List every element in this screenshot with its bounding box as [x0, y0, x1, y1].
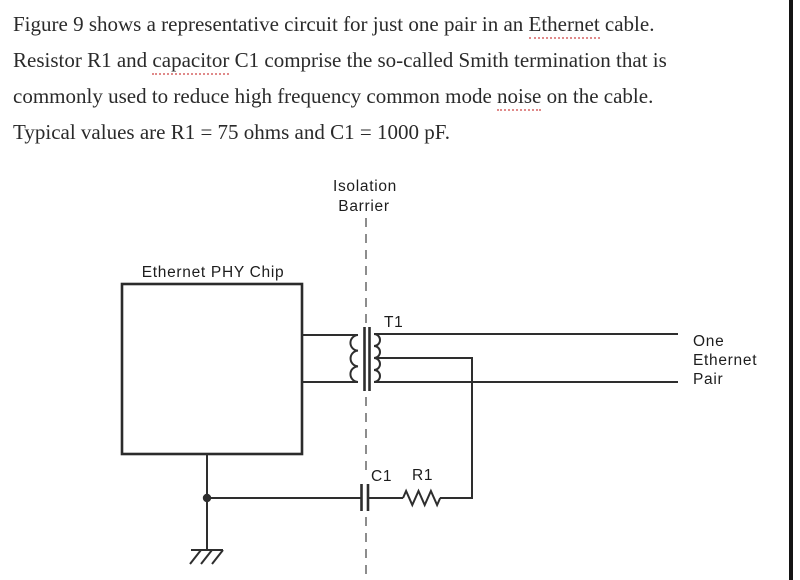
figure-description-paragraph: Figure 9 shows a representative circuit …: [13, 6, 786, 150]
ethernet-pair-label: One Ethernet Pair: [693, 333, 757, 388]
phy-chip-label: Ethernet PHY Chip: [142, 264, 285, 281]
paragraph-line-2: Resistor R1 and capacitor C1 comprise th…: [13, 42, 786, 78]
misspelled-word-capacitor: capacitor: [152, 48, 230, 75]
transformer-primary-coil: [349, 334, 359, 383]
capacitor-label: C1: [371, 468, 392, 485]
resistor-r1: [402, 488, 442, 508]
transformer-label: T1: [384, 314, 404, 331]
window-edge-bar: [789, 0, 793, 580]
misspelled-word-ethernet: Ethernet: [528, 12, 600, 39]
text-run: on the cable.: [541, 84, 654, 108]
text-run: Typical values are R1 = 75 ohms and C1 =…: [13, 120, 450, 144]
ethernet-pair-label-line3: Pair: [693, 371, 723, 388]
paragraph-line-1: Figure 9 shows a representative circuit …: [13, 6, 786, 42]
ethernet-pair-label-line1: One: [693, 333, 724, 350]
resistor-label: R1: [412, 467, 433, 484]
paragraph-line-4: Typical values are R1 = 75 ohms and C1 =…: [13, 114, 786, 150]
wire-center-tap: [374, 357, 473, 499]
misspelled-word-noise: noise: [497, 84, 542, 111]
phy-chip-box: [120, 282, 304, 456]
isolation-barrier-label-line1: Isolation: [333, 178, 397, 195]
junction-dot: [202, 493, 212, 503]
ground-symbol: [189, 549, 224, 565]
ethernet-pair-label-line2: Ethernet: [693, 352, 757, 369]
paragraph-line-3: commonly used to reduce high frequency c…: [13, 78, 786, 114]
text-run: Figure 9 shows a representative circuit …: [13, 12, 529, 36]
circuit-figure: Isolation Barrier Ethernet PHY Chip T1 C…: [0, 160, 800, 580]
text-run: Resistor R1 and: [13, 48, 153, 72]
text-run: commonly used to reduce high frequency c…: [13, 84, 498, 108]
capacitor-c1: [360, 484, 403, 511]
transformer-t1: [349, 327, 381, 391]
isolation-barrier-label-line2: Barrier: [338, 198, 389, 215]
text-run: C1 comprise the so-called Smith terminat…: [229, 48, 667, 72]
text-run: cable.: [599, 12, 655, 36]
